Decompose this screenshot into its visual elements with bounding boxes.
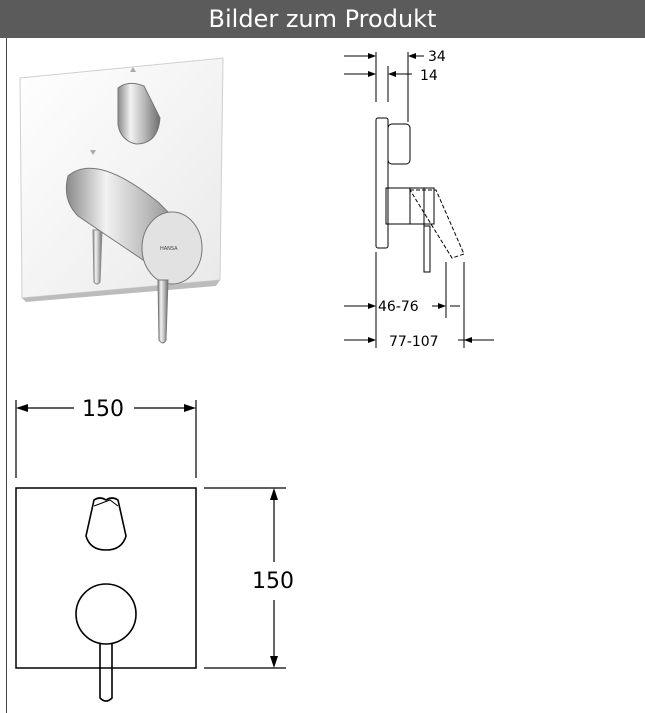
- dim-14: 14: [420, 68, 438, 84]
- dim-34: 34: [428, 49, 446, 65]
- mixer-face: [141, 211, 203, 285]
- dim-width-150: 150: [82, 397, 124, 422]
- left-border: [6, 38, 7, 713]
- product-photo[interactable]: HANSA: [8, 40, 238, 360]
- brand-mark: HANSA: [160, 246, 178, 252]
- section-title: Bilder zum Produkt: [208, 5, 437, 33]
- lever-front: [157, 279, 169, 344]
- lever-rear: [92, 229, 103, 285]
- side-view-drawing[interactable]: 34 14 46-76 77-107: [330, 40, 510, 360]
- dim-77-107: 77-107: [389, 334, 439, 350]
- dim-46-76: 46-76: [378, 299, 419, 315]
- diverter-knob: [117, 82, 161, 145]
- front-view-drawing[interactable]: 150 150: [8, 380, 308, 713]
- section-header: Bilder zum Produkt: [0, 0, 645, 38]
- dim-height-150: 150: [252, 569, 294, 594]
